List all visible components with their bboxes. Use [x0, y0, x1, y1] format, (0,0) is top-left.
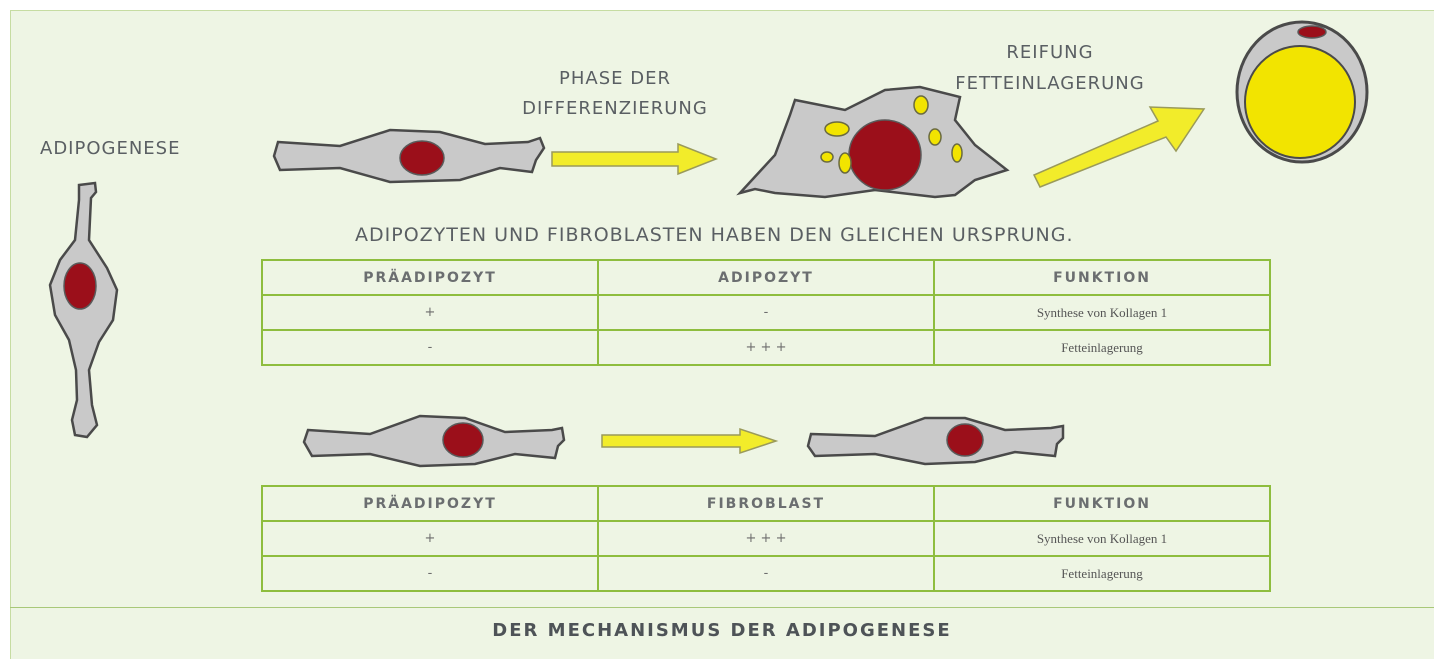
header-praeadipozyt: PRÄADIPOZYT: [262, 260, 598, 295]
vertical-preadipocyte: [45, 180, 125, 440]
table-cell: -: [262, 330, 598, 365]
table-row: + - Synthese von Kollagen 1: [262, 295, 1270, 330]
table-cell: + + +: [598, 330, 934, 365]
header-praeadipozyt: PRÄADIPOZYT: [262, 486, 598, 521]
footer-divider: [10, 607, 1434, 608]
table-cell: Fetteinlagerung: [934, 556, 1270, 591]
fat-droplet: [952, 144, 962, 162]
fibroblast-arrow: [600, 427, 780, 455]
header-fibroblast: FIBROBLAST: [598, 486, 934, 521]
reifung-label-line1: REIFUNG: [940, 41, 1160, 65]
table-cell: Synthese von Kollagen 1: [934, 521, 1270, 556]
table-cell: Fetteinlagerung: [934, 330, 1270, 365]
nucleus: [64, 263, 96, 309]
cell-body: [304, 416, 564, 466]
fat-droplet: [914, 96, 928, 114]
table-cell: -: [598, 556, 934, 591]
mature-adipocyte: [1230, 18, 1375, 168]
differentiation-arrow: [550, 142, 720, 176]
nucleus: [1298, 26, 1326, 38]
table-row: + + + + Synthese von Kollagen 1: [262, 521, 1270, 556]
fat-droplet: [825, 122, 849, 136]
cell-body: [50, 183, 117, 437]
fibroblast: [805, 410, 1070, 470]
table-row: - + + + Fetteinlagerung: [262, 330, 1270, 365]
table-cell: +: [262, 521, 598, 556]
adipogenese-label: ADIPOGENESE: [40, 137, 180, 161]
table-cell: +: [262, 295, 598, 330]
fat-droplet: [839, 153, 851, 173]
header-funktion: FUNKTION: [934, 486, 1270, 521]
lower-preadipocyte: [300, 410, 570, 470]
nucleus: [947, 424, 983, 456]
fat-droplet: [821, 152, 833, 162]
table-cell: -: [598, 295, 934, 330]
table-cell: -: [262, 556, 598, 591]
header-adipozyt: ADIPOZYT: [598, 260, 934, 295]
fat-droplet: [929, 129, 941, 145]
table-row: - - Fetteinlagerung: [262, 556, 1270, 591]
header-funktion: FUNKTION: [934, 260, 1270, 295]
phase-label-line1: PHASE DER: [500, 67, 730, 91]
fibroblast-comparison-table: PRÄADIPOZYT FIBROBLAST FUNKTION + + + + …: [261, 485, 1271, 592]
table-cell: Synthese von Kollagen 1: [934, 295, 1270, 330]
cell-body: [808, 418, 1063, 464]
top-preadipocyte: [270, 120, 550, 190]
diagram-caption: DER MECHANISMUS DER ADIPOGENESE: [10, 620, 1434, 641]
fat-vacuole: [1245, 46, 1355, 158]
nucleus: [849, 120, 921, 190]
differentiating-cell: [735, 85, 1015, 205]
nucleus: [443, 423, 483, 457]
maturation-arrow: [1030, 95, 1210, 195]
origin-subtitle: ADIPOZYTEN UND FIBROBLASTEN HABEN DEN GL…: [355, 223, 1074, 247]
table-cell: + + +: [598, 521, 934, 556]
nucleus: [400, 141, 444, 175]
adipocyte-comparison-table: PRÄADIPOZYT ADIPOZYT FUNKTION + - Synthe…: [261, 259, 1271, 366]
phase-label-line2: DIFFERENZIERUNG: [500, 97, 730, 121]
